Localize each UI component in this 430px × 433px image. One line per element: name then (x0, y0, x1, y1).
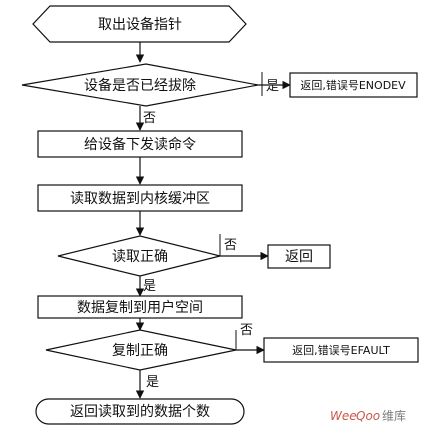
watermark-brand-b: Qoo (356, 409, 380, 423)
start-node: 取出设备指针 (32, 5, 247, 43)
read-to-buffer-label: 读取数据到内核缓冲区 (70, 190, 210, 207)
copy-yes-label: 是 (146, 375, 159, 390)
read-fail-result-label: 返回 (285, 249, 313, 265)
watermark-brand-a: Wee (330, 409, 357, 423)
read-yes-label: 是 (143, 279, 156, 294)
copy-fail-result-box: 返回,错误号EFAULT (263, 337, 419, 363)
check-copy-label: 复制正确 (112, 342, 168, 359)
removed-no-label: 否 (143, 111, 156, 126)
check-read-label: 读取正确 (112, 248, 168, 265)
check-removed-decision: 设备是否已经拔除 (21, 63, 259, 107)
end-label: 返回读取到的数据个数 (70, 403, 210, 420)
read-fail-result-box: 返回 (267, 244, 331, 269)
end-node: 返回读取到的数据个数 (35, 398, 245, 425)
watermark-brand-c: 维库 (382, 408, 406, 423)
check-copy-decision: 复制正确 (45, 329, 237, 371)
issue-read-box: 给设备下发读命令 (37, 130, 243, 158)
removed-result-label: 返回,错误号ENODEV (300, 78, 406, 92)
copy-no-label: 否 (240, 323, 253, 338)
read-to-buffer-box: 读取数据到内核缓冲区 (37, 184, 243, 212)
watermark-logo: Wee Qoo 维库 (330, 408, 406, 423)
copy-fail-result-label: 返回,错误号EFAULT (292, 343, 390, 357)
issue-read-label: 给设备下发读命令 (84, 136, 196, 153)
read-no-label: 否 (224, 238, 237, 253)
removed-yes-label: 是 (266, 79, 279, 94)
copy-user-box: 数据复制到用户空间 (37, 295, 243, 319)
copy-user-label: 数据复制到用户空间 (77, 299, 203, 316)
check-removed-label: 设备是否已经拔除 (84, 77, 196, 94)
start-label: 取出设备指针 (98, 16, 182, 33)
removed-result-box: 返回,错误号ENODEV (289, 72, 418, 98)
check-read-decision: 读取正确 (57, 235, 221, 277)
